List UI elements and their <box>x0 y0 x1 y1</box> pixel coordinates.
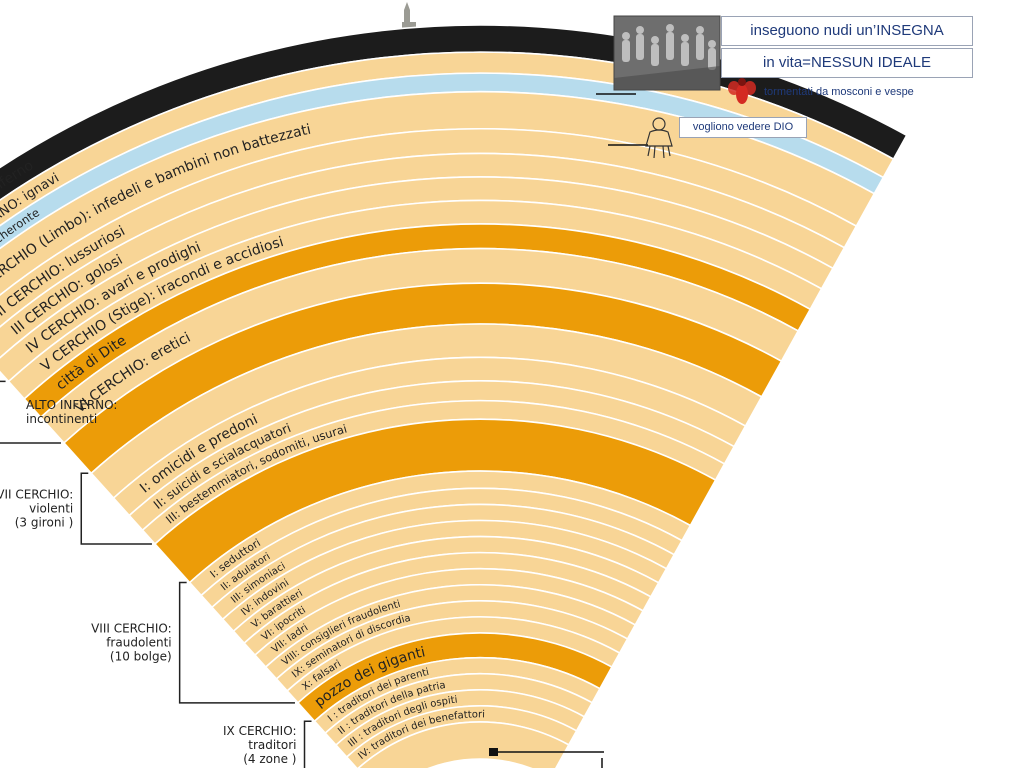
wasp-icon <box>728 73 756 104</box>
group-label: VIII CERCHIO:fraudolenti(10 bolge) <box>91 622 172 664</box>
insegna-note: inseguono nudi un’INSEGNA <box>721 16 973 46</box>
group-bracket <box>80 472 152 545</box>
ring-band <box>357 721 570 768</box>
mosconi-note: tormentati da mosconi e vespe <box>764 86 914 98</box>
lucifer-marker-icon <box>489 748 604 768</box>
group-bracket <box>303 720 312 768</box>
bracket-layer <box>0 380 312 768</box>
crowd-painting-icon <box>613 15 721 91</box>
child-icon <box>645 117 673 159</box>
group-label: ALTO INFERNO:incontinenti <box>26 398 117 426</box>
group-label: IX CERCHIO:traditori(4 zone ) <box>223 724 297 766</box>
group-label: VII CERCHIO:violenti(3 gironi ) <box>0 488 73 530</box>
ideale-note: in vita=NESSUN IDEALE <box>721 48 973 78</box>
dio-note: vogliono vedere DIO <box>679 117 807 138</box>
group-bracket <box>178 581 295 704</box>
group-bracket <box>0 380 61 444</box>
